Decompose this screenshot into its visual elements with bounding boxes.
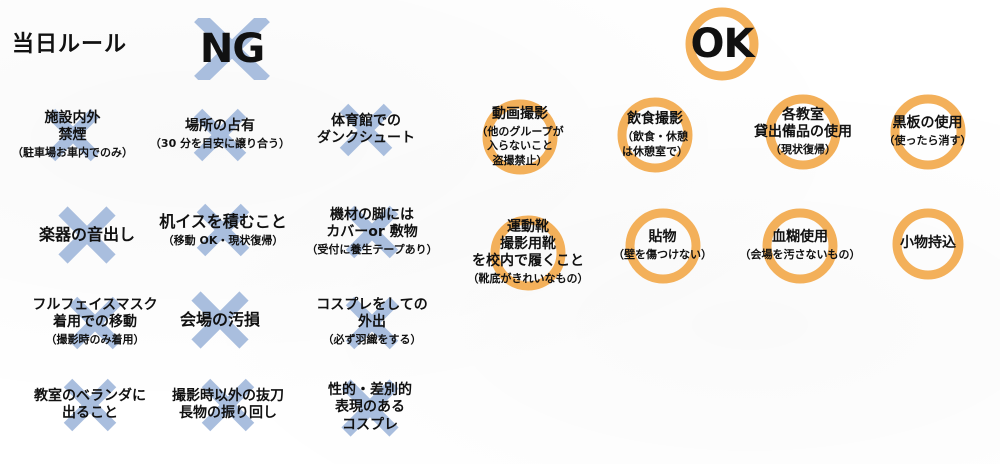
ng-rule-no-smoking: 施設内外 禁煙 （駐車場お車内でのみ） bbox=[0, 95, 145, 175]
rule-note: （必ず羽織をする） bbox=[322, 333, 422, 347]
rule-note: （会場を汚さないもの） bbox=[739, 248, 861, 262]
circle-icon bbox=[482, 99, 558, 175]
rule-main: 運動靴 撮影用靴 を校内で履くこと bbox=[472, 219, 584, 270]
circle-icon bbox=[617, 97, 693, 173]
rule-main: フルフェイスマスク 着用での移動 bbox=[32, 297, 158, 331]
ng-rule-outing-cosplay: コスプレをしての 外出 （必ず羽織をする） bbox=[292, 285, 452, 360]
cross-icon bbox=[339, 103, 393, 157]
ok-rule-stickers: 貼物 （壁を傷つけない） bbox=[595, 206, 730, 286]
circle-icon bbox=[890, 94, 965, 170]
circle-icon bbox=[490, 215, 566, 291]
rule-note: （駐車場お車内でのみ） bbox=[12, 145, 133, 159]
cross-icon bbox=[63, 378, 117, 432]
rule-note: （現状復帰） bbox=[770, 142, 836, 156]
cross-icon bbox=[341, 379, 399, 437]
rule-main: 机イスを積むこと bbox=[159, 212, 287, 232]
cross-icon bbox=[345, 296, 399, 349]
cross-icon bbox=[68, 296, 122, 349]
rule-note: （飲食・休憩 は休憩室で） bbox=[622, 130, 688, 158]
rule-main: 各教室 貸出備品の使用 bbox=[754, 106, 852, 140]
rule-main: 撮影時以外の抜刀 長物の振り回し bbox=[172, 387, 284, 421]
rule-main: 体育館での ダンクシュート bbox=[317, 112, 415, 146]
ok-rule-food-shoot: 飲食撮影 （飲食・休憩 は休憩室で） bbox=[585, 96, 725, 174]
ok-label: OK bbox=[690, 21, 755, 67]
rule-main: 小物持込 bbox=[900, 235, 956, 252]
rule-note: （使ったら消す） bbox=[883, 134, 972, 148]
rule-note: （30 分を目安に譲り合う） bbox=[149, 137, 291, 151]
ng-rule-full-face-mask: フルフェイスマスク 着用での移動 （撮影時のみ着用） bbox=[15, 285, 175, 360]
page-title: 当日ルール bbox=[12, 32, 128, 57]
rule-main: 血糊使用 bbox=[772, 229, 828, 246]
cross-icon bbox=[201, 378, 255, 432]
rule-main: 飲食撮影 bbox=[627, 111, 683, 128]
rule-main: コスプレをしての 外出 bbox=[316, 297, 428, 331]
rule-note: （受付に養生テープあり） bbox=[306, 242, 438, 256]
rule-main: 黒板の使用 bbox=[892, 115, 963, 132]
ng-header: NG bbox=[190, 18, 274, 80]
ng-rule-gym-dunk: 体育館での ダンクシュート bbox=[296, 95, 436, 165]
rule-note: （壁を傷つけない） bbox=[613, 248, 712, 262]
ok-rule-small-props: 小物持込 bbox=[868, 204, 988, 284]
circle-icon bbox=[892, 208, 964, 280]
ok-rule-blackboard: 黒板の使用 （使ったら消す） bbox=[860, 92, 995, 172]
circle-icon bbox=[625, 208, 700, 284]
ng-label: NG bbox=[199, 26, 265, 72]
rule-main: 施設内外 禁煙 bbox=[44, 109, 101, 143]
ng-rule-instrument: 楽器の音出し bbox=[12, 200, 162, 270]
ng-rule-equipment-legs: 機材の脚には カバーor 敷物 （受付に養生テープあり） bbox=[292, 192, 452, 272]
cross-icon bbox=[196, 203, 250, 257]
rule-main: 機材の脚には カバーor 敷物 bbox=[326, 206, 418, 240]
ng-rule-stack-desks: 机イスを積むこと（移動 OK・現状復帰） bbox=[148, 195, 298, 265]
rule-main: 動画撮影 bbox=[492, 106, 548, 123]
ok-rule-video: 動画撮影 （他のグループが 入らないこと 盗撮禁止） bbox=[445, 92, 595, 182]
ng-rule-sword-draw: 撮影時以外の抜刀 長物の振り回し bbox=[148, 370, 308, 440]
rule-main: 性的・差別的 表現のある コスプレ bbox=[328, 382, 412, 433]
cross-icon bbox=[58, 206, 116, 264]
cross-icon bbox=[345, 205, 399, 259]
rule-main: 場所の占有 bbox=[184, 118, 255, 135]
rule-main: 会場の汚損 bbox=[179, 310, 260, 330]
rule-main: 楽器の音出し bbox=[38, 225, 135, 245]
ng-rule-veranda: 教室のベランダに 出ること bbox=[15, 370, 165, 440]
ok-circle-icon bbox=[685, 7, 759, 81]
rule-note: （移動 OK・現状復帰） bbox=[162, 233, 284, 247]
rule-note: （撮影時のみ着用） bbox=[45, 333, 145, 347]
cross-icon bbox=[191, 291, 249, 349]
circle-icon bbox=[762, 208, 838, 284]
cross-icon bbox=[46, 108, 99, 162]
rule-note: （他のグループが 入らないこと 盗撮禁止） bbox=[476, 125, 564, 167]
ng-cross-icon bbox=[194, 18, 270, 80]
ok-rule-classroom: 各教室 貸出備品の使用 （現状復帰） bbox=[728, 92, 878, 172]
ok-rule-sneakers: 運動靴 撮影用靴 を校内で履くこと （靴底がきれいなもの） bbox=[448, 208, 608, 298]
ng-rule-venue-damage: 会場の汚損 bbox=[150, 285, 290, 355]
ok-rule-fake-blood: 血糊使用 （会場を汚さないもの） bbox=[725, 206, 875, 286]
rule-note: （靴底がきれいなもの） bbox=[467, 272, 589, 286]
rule-main: 貼物 bbox=[648, 229, 677, 246]
rule-main: 教室のベランダに 出ること bbox=[34, 387, 146, 421]
cross-icon bbox=[193, 108, 247, 162]
ok-header: OK bbox=[680, 6, 764, 82]
circle-icon bbox=[765, 94, 841, 170]
ng-rule-sexual-cosplay: 性的・差別的 表現のある コスプレ bbox=[300, 368, 440, 448]
ng-rule-seat-holding: 場所の占有 （30 分を目安に譲り合う） bbox=[140, 95, 300, 175]
